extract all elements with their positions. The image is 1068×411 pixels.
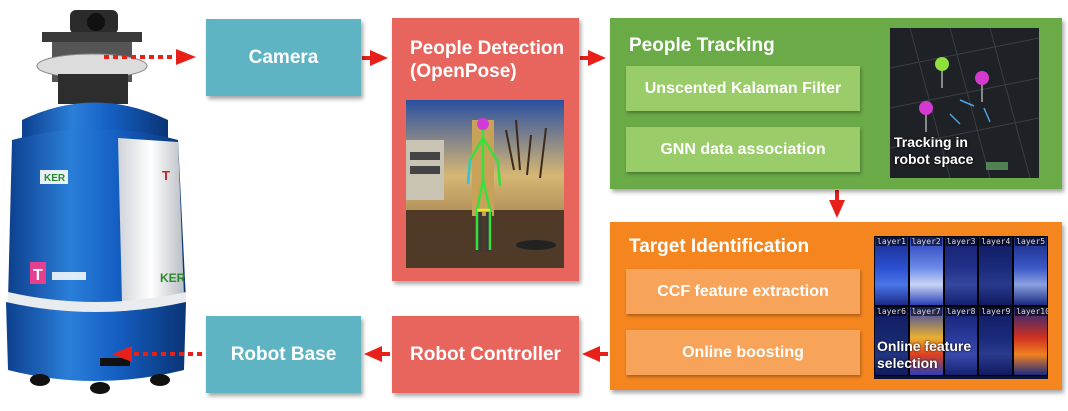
people-detection-title-line2: (OpenPose) [410,61,517,82]
online-boosting-label: Online boosting [682,343,804,361]
robot-illustration: KER T T KER [6,10,186,394]
tracking-image: Tracking in robot space [890,28,1039,178]
gnn-box: GNN data association [626,127,860,172]
tracking-caption-line1: Tracking in [894,134,968,150]
robot-base [6,302,186,381]
feature-layer-label: layer6 [876,307,907,316]
tracking-caption: Tracking in robot space [894,134,973,168]
ccf-box: CCF feature extraction [626,269,860,314]
target-identification-title: Target Identification [629,236,810,257]
people-tracking-title: People Tracking [629,35,775,56]
robot-base-box: Robot Base [206,316,361,393]
robot-controller-box: Robot Controller [392,316,579,393]
camera-box: Camera [206,19,361,96]
feature-layer-1: layer1 [874,236,909,306]
feature-layer-label: layer9 [980,307,1012,316]
feature-layer-3: layer3 [943,236,979,306]
robot-stripe [8,292,186,314]
robot-logo-t-2: T [33,267,43,284]
feature-layer-label: layer5 [1015,237,1047,246]
feature-layer-label: layer7 [910,307,942,316]
ccf-label: CCF feature extraction [657,282,829,300]
people-detection-box: People Detection (OpenPose) [392,18,579,281]
online-feature-caption-line2: selection [877,355,938,371]
feature-layer-label: layer8 [945,307,977,316]
ukf-box: Unscented Kalaman Filter [626,66,860,111]
people-tracking-box: People Tracking Unscented Kalaman Filter… [610,18,1062,189]
wheel-mid [90,382,110,394]
online-boosting-box: Online boosting [626,330,860,375]
robot-logo-ker-1: KER [44,173,66,184]
feature-layer-4: layer4 [978,236,1014,306]
robot-base-label: Robot Base [230,343,337,365]
wheel-left [30,374,50,386]
feature-layer-5: layer5 [1013,236,1048,306]
people-detection-title-line1: People Detection [410,38,565,59]
feature-layer-label: layer3 [945,237,977,246]
feature-layer-7: layer7 [908,306,944,376]
tracked-person-1-icon [935,57,949,71]
tracked-person-2-icon [975,71,989,85]
camera-label: Camera [248,46,319,68]
people-detection-title: People Detection (OpenPose) [410,37,564,83]
robot-white-panel [118,138,184,302]
feature-layer-label: layer4 [980,237,1012,246]
target-identification-box: Target Identification CCF feature extrac… [610,222,1062,390]
tracking-caption-line2: robot space [894,151,974,167]
feature-layer-9: layer9 [978,306,1014,376]
robot-logo-ker-2: KER [160,271,186,285]
wheel-right [150,374,170,386]
openpose-image [406,100,564,268]
feature-layer-label: layer2 [910,237,942,246]
ukf-label: Unscented Kalaman Filter [644,79,842,97]
camera-lens [87,13,105,31]
feature-layer-8: layer8 [943,306,979,376]
online-feature-caption: Online feature selection [877,338,971,372]
feature-layer-10: layer10 [1013,306,1048,376]
robot-logo-t-1: T [162,168,170,183]
feature-layer-6: layer6 [874,306,909,376]
online-feature-caption-line1: Online feature [877,338,972,354]
robot-controller-label: Robot Controller [410,343,561,365]
feature-layer-label: layer1 [876,237,907,246]
feature-layer-2: layer2 [908,236,944,306]
feature-layer-label: layer10 [1015,307,1048,316]
tracked-person-3-icon [919,101,933,115]
gnn-label: GNN data association [660,140,826,158]
